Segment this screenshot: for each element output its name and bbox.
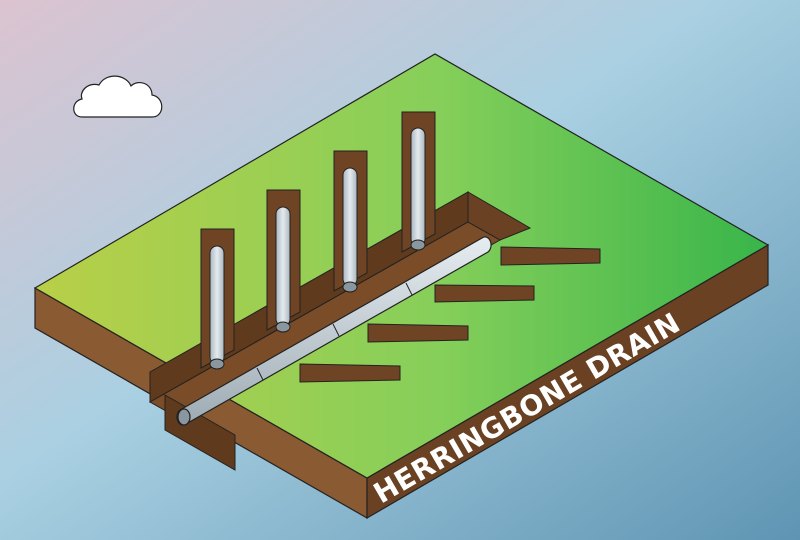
main-pipe — [176, 236, 492, 426]
lateral-drain — [367, 323, 469, 343]
lateral-drains — [299, 246, 601, 383]
lateral-drain — [299, 363, 401, 383]
riser-pipe — [342, 167, 358, 293]
riser-pipes — [209, 127, 426, 370]
main-trench-end-wall — [467, 191, 532, 241]
pipe-joint — [256, 367, 264, 381]
cloud-icon — [73, 75, 163, 118]
riser-pipe — [410, 127, 426, 251]
main-pipe-body — [176, 236, 492, 426]
lateral-drain — [434, 284, 535, 303]
riser-pipe — [209, 245, 225, 370]
riser-pipe — [275, 206, 291, 333]
lateral-drain — [500, 246, 601, 266]
main-pipe-end — [177, 408, 191, 426]
pipe-joint — [405, 282, 413, 296]
pipe-joint — [332, 323, 340, 337]
